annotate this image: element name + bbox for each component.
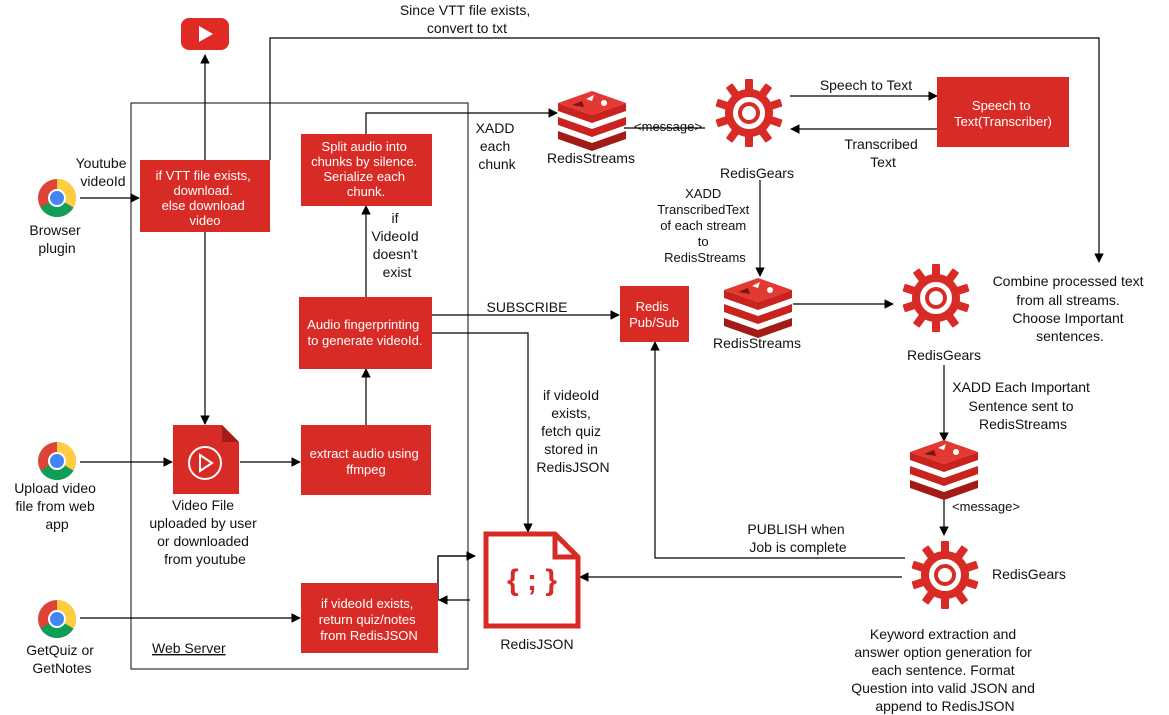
label-keyword-extraction: Keyword extraction and answer option gen… xyxy=(851,626,1039,714)
box-line: Text(Transcriber) xyxy=(954,114,1052,129)
label-video-file: Video File uploaded by user or downloade… xyxy=(149,497,260,567)
label-redis-streams-2: RedisStreams xyxy=(713,335,801,351)
box-line: if VTT file exists, xyxy=(156,168,251,183)
label-videoid-not-exist: if VideoId doesn't exist xyxy=(371,210,422,280)
label-publish-when: PUBLISH when Job is complete xyxy=(747,521,848,555)
box-line: Pub/Sub xyxy=(629,315,679,330)
label-redis-streams-1: RedisStreams xyxy=(547,150,635,166)
label-xadd-each-chunk: XADD each chunk xyxy=(476,120,519,172)
box-line: chunk. xyxy=(347,184,385,199)
box-line: Redis xyxy=(636,299,670,314)
svg-text:if VTT file exists, down: if VTT file exists, download. else downl… xyxy=(156,168,255,228)
label-youtube-videoid: Youtube videoId xyxy=(76,155,131,189)
box-line: return quiz/notes xyxy=(319,612,416,627)
redis-gears-icon xyxy=(911,541,978,609)
chrome-icon xyxy=(38,178,77,218)
svg-text:{ ; }: { ; } xyxy=(507,564,557,597)
web-server-label: Web Server xyxy=(152,640,226,656)
label-browser-plugin: Browser plugin xyxy=(29,222,84,256)
process-box-fingerprint: Audio fingerprinting to generate videoId… xyxy=(299,297,432,369)
process-box-split-audio: Split audio into chunks by silence. Seri… xyxy=(301,134,432,206)
label-upload-video: Upload video file from web app xyxy=(14,480,100,532)
process-box-pubsub: Redis Pub/Sub xyxy=(620,286,689,342)
box-line: if videoId exists, xyxy=(321,596,414,611)
process-box-speech-to-text: Speech to Text(Transcriber) xyxy=(937,77,1069,147)
process-box-extract-audio: extract audio using ffmpeg xyxy=(301,425,431,495)
box-line: from RedisJSON xyxy=(320,628,418,643)
box-line: else download xyxy=(162,198,245,213)
label-message-1: <message> xyxy=(634,119,702,134)
box-line: download. xyxy=(174,183,233,198)
label-transcribed-text: Transcribed Text xyxy=(844,136,921,170)
box-line: Serialize each xyxy=(323,169,405,184)
box-line: to generate videoId. xyxy=(308,333,423,348)
redis-streams-icon xyxy=(724,278,792,338)
svg-text:extract audio using ffmp: extract audio using ffmpeg xyxy=(310,446,423,477)
label-redis-gears-3: RedisGears xyxy=(992,566,1066,582)
label-videoid-exists-fetch: if videoId exists, fetch quiz stored in … xyxy=(536,387,609,475)
label-subscribe: SUBSCRIBE xyxy=(487,299,568,315)
label-redis-json: RedisJSON xyxy=(500,636,573,652)
label-vtt-convert: Since VTT file exists, convert to txt xyxy=(400,2,534,36)
youtube-icon xyxy=(181,18,229,50)
connectors xyxy=(80,37,1104,623)
box-line: Audio fingerprinting xyxy=(307,317,419,332)
box-line: video xyxy=(189,213,220,228)
redis-streams-icon xyxy=(558,91,626,151)
box-line: extract audio using xyxy=(310,446,419,461)
label-speech-to-text-arrow: Speech to Text xyxy=(820,77,912,93)
svg-text:Speech to Text(Transcrib: Speech to Text(Transcriber) xyxy=(954,98,1052,129)
label-getquiz: GetQuiz or GetNotes xyxy=(26,642,98,676)
svg-text:if videoId exists, retur: if videoId exists, return quiz/notes fro… xyxy=(319,596,419,643)
redis-json-icon: { ; } xyxy=(483,531,581,629)
label-combine-text: Combine processed text from all streams.… xyxy=(993,273,1148,344)
label-xadd-transcribed: XADD TranscribedText of each stream to R… xyxy=(657,186,753,265)
process-box-vtt-download: if VTT file exists, download. else downl… xyxy=(140,160,270,232)
redis-streams-icon xyxy=(910,440,978,500)
svg-text:Split audio into chunks: Split audio into chunks by silence. Seri… xyxy=(311,139,421,199)
chrome-icon xyxy=(38,441,77,481)
label-redis-gears-1: RedisGears xyxy=(720,165,794,181)
box-line: chunks by silence. xyxy=(311,154,417,169)
redis-gears-icon xyxy=(715,79,782,147)
chrome-icon xyxy=(38,599,77,639)
web-server-container xyxy=(130,102,469,670)
box-line: ffmpeg xyxy=(346,462,386,477)
svg-text:Redis Pub/Sub: Redis Pub/Sub xyxy=(629,299,679,330)
label-message-2: <message> xyxy=(952,499,1020,514)
svg-text:Audio fingerprinting to: Audio fingerprinting to generate videoId… xyxy=(307,317,423,348)
box-line: Split audio into xyxy=(322,139,407,154)
process-box-return-quiz: if videoId exists, return quiz/notes fro… xyxy=(301,583,438,653)
video-file-icon xyxy=(173,425,239,494)
box-line: Speech to xyxy=(972,98,1031,113)
label-xadd-important: XADD Each Important Sentence sent to Red… xyxy=(952,379,1094,432)
redis-gears-icon xyxy=(902,264,969,332)
label-redis-gears-2: RedisGears xyxy=(907,347,981,363)
